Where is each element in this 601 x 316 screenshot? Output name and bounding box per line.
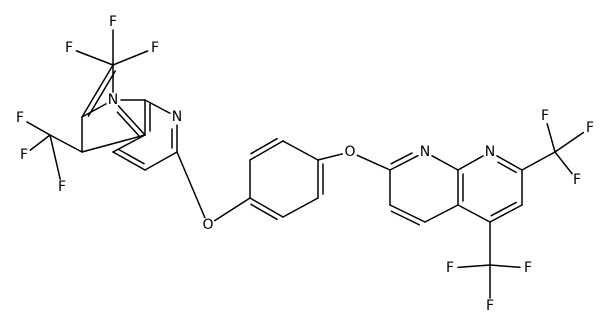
oxygen-atom-label: O: [202, 217, 213, 233]
double-bond-line: [496, 155, 523, 171]
fluorine-atom-label: F: [573, 172, 581, 188]
fluorine-atom-label: F: [109, 14, 117, 30]
single-bond-line: [75, 50, 114, 66]
fluorine-atom-label: F: [524, 260, 532, 276]
nitrogen-atom-label: N: [108, 92, 118, 108]
fluorine-atom-label: F: [541, 108, 549, 124]
double-bond-inner-line: [87, 70, 116, 117]
single-bond-line: [282, 140, 319, 161]
fluorine-atom-label: F: [151, 40, 159, 56]
single-bond-line: [144, 151, 178, 171]
fluorine-atom-label: F: [486, 298, 494, 314]
single-bond-line: [546, 122, 556, 153]
double-bond-line: [249, 197, 284, 218]
double-bond-inner-line: [390, 210, 420, 226]
double-bond-inner-line: [390, 152, 413, 165]
single-bond-line: [112, 50, 149, 66]
fluorine-atom-label: F: [586, 120, 594, 136]
double-bond-line: [112, 151, 146, 171]
double-bond-inner-line: [118, 148, 145, 165]
single-bond-line: [26, 121, 51, 136]
single-bond-line: [554, 131, 585, 153]
double-bond-inner-line: [116, 111, 140, 137]
double-bond-inner-line: [250, 203, 278, 221]
single-bond-line: [457, 204, 491, 223]
single-bond-line: [29, 134, 51, 151]
fluorine-atom-label: F: [58, 179, 66, 195]
double-bond-inner-line: [250, 137, 278, 155]
single-bond-line: [282, 197, 319, 218]
single-bond-line: [144, 99, 171, 114]
single-bond-line: [81, 103, 107, 118]
double-bond-line: [249, 140, 284, 161]
single-bond-line: [176, 151, 206, 219]
bond-lines: [26, 29, 585, 299]
fluorine-atom-label: F: [20, 147, 28, 163]
single-bond-line: [457, 155, 484, 171]
double-bond-line: [81, 64, 114, 118]
single-bond-line: [554, 151, 573, 175]
oxygen-atom-label: O: [344, 144, 355, 160]
single-bond-line: [356, 154, 391, 171]
single-bond-line: [457, 264, 491, 269]
double-bond-line: [389, 204, 426, 223]
single-bond-line: [521, 151, 556, 171]
single-bond-line: [81, 134, 146, 153]
nitrogen-atom-label: N: [172, 109, 182, 125]
double-bond-line: [117, 105, 146, 136]
single-bond-line: [213, 197, 251, 222]
single-bond-line: [317, 153, 343, 161]
single-bond-line: [424, 204, 459, 223]
double-bond-line: [489, 204, 523, 223]
atom-labels: N N F F F F F F O O N N F F F F F F: [16, 14, 594, 314]
nitrogen-atom-label: N: [485, 144, 495, 160]
fluorine-atom-label: F: [16, 110, 24, 126]
double-bond-inner-line: [490, 201, 517, 217]
single-bond-line: [49, 134, 83, 153]
single-bond-line: [489, 264, 521, 269]
single-bond-line: [431, 155, 459, 171]
fluorine-atom-label: F: [65, 40, 73, 56]
double-bond-inner-line: [497, 161, 517, 174]
fluorine-atom-label: F: [446, 260, 454, 276]
double-bond-line: [389, 154, 419, 171]
nitrogen-atom-label: N: [420, 144, 430, 160]
single-bond-line: [112, 134, 146, 153]
single-bond-line: [49, 134, 61, 180]
